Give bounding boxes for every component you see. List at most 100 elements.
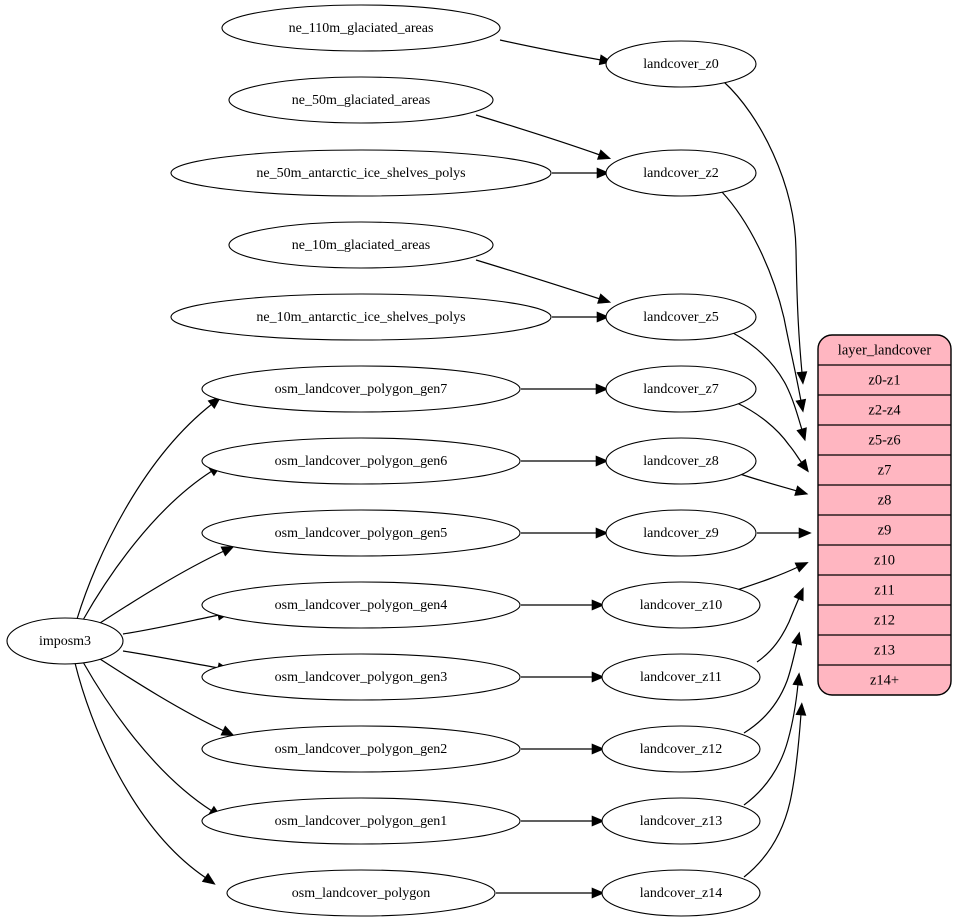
edge-line xyxy=(743,642,798,734)
edge-line xyxy=(82,470,213,621)
node-ellipse xyxy=(201,725,521,773)
node-ellipse xyxy=(601,653,761,701)
node-label: ne_10m_glaciated_areas xyxy=(292,238,430,253)
node-ne_110m_glaciated_areas[interactable]: ne_110m_glaciated_areas xyxy=(221,4,501,52)
node-ne_10m_antarctic_ice_shelves_polys[interactable]: ne_10m_antarctic_ice_shelves_polys xyxy=(170,293,552,341)
node-landcover_z14[interactable]: landcover_z14 xyxy=(601,869,761,917)
table-row-z8[interactable] xyxy=(818,485,951,515)
table-row-z11[interactable] xyxy=(818,575,951,605)
arrow-head-icon xyxy=(792,672,804,686)
table-cell-label: z14+ xyxy=(870,672,899,688)
node-landcover_z0[interactable]: landcover_z0 xyxy=(605,40,757,88)
arrow-head-icon xyxy=(794,485,809,496)
node-osm_landcover_polygon_gen1[interactable]: osm_landcover_polygon_gen1 xyxy=(201,797,521,845)
table-row-z0-z1[interactable] xyxy=(818,365,951,395)
node-label: ne_110m_glaciated_areas xyxy=(289,21,434,36)
edge-imposm3-to-osm_landcover_polygon xyxy=(74,662,216,885)
node-osm_landcover_polygon_gen7[interactable]: osm_landcover_polygon_gen7 xyxy=(201,365,521,413)
edge-ne_10m_antarctic_ice_shelves_polys-to-landcover_z5 xyxy=(552,311,610,323)
node-osm_landcover_polygon_gen4[interactable]: osm_landcover_polygon_gen4 xyxy=(201,581,521,629)
node-label: landcover_z14 xyxy=(640,886,722,901)
node-ne_50m_glaciated_areas[interactable]: ne_50m_glaciated_areas xyxy=(228,76,494,124)
edge-line xyxy=(756,597,800,663)
node-label: landcover_z8 xyxy=(643,454,718,469)
node-ne_50m_antarctic_ice_shelves_polys[interactable]: ne_50m_antarctic_ice_shelves_polys xyxy=(170,149,552,197)
table-row-z13[interactable] xyxy=(818,635,951,665)
node-landcover_z12[interactable]: landcover_z12 xyxy=(601,725,761,773)
node-label: osm_landcover_polygon_gen7 xyxy=(275,382,448,397)
table-row-z5-z6[interactable] xyxy=(818,425,951,455)
arrow-head-icon xyxy=(591,815,605,827)
node-landcover_z2[interactable]: landcover_z2 xyxy=(605,149,757,197)
layer-landcover-table: layer_landcoverz0-z1z2-z4z5-z6z7z8z9z10z… xyxy=(817,334,952,696)
edge-osm_landcover_polygon_gen7-to-landcover_z7 xyxy=(521,383,609,395)
edge-imposm3-to-osm_landcover_polygon_gen1 xyxy=(82,661,222,818)
edge-osm_landcover_polygon-to-landcover_z14 xyxy=(496,887,605,899)
edge-osm_landcover_polygon_gen4-to-landcover_z10 xyxy=(521,599,605,611)
nodes-layer: ne_110m_glaciated_areas ne_50m_glaciated_… xyxy=(6,4,761,917)
node-label: landcover_z0 xyxy=(643,57,718,72)
arrow-head-icon xyxy=(796,427,807,442)
edge-line xyxy=(732,332,803,431)
table-row-z10[interactable] xyxy=(818,545,951,575)
edge-line xyxy=(743,713,802,878)
edge-line xyxy=(99,658,225,732)
node-label: landcover_z2 xyxy=(643,166,718,181)
edge-landcover_z7-to-layer_row_z7 xyxy=(736,402,809,473)
edge-landcover_z14-to-layer_row_z14+ xyxy=(743,702,807,878)
node-osm_landcover_polygon[interactable]: osm_landcover_polygon xyxy=(226,869,496,917)
edge-landcover_z8-to-layer_row_z8 xyxy=(739,473,809,496)
arrow-head-icon xyxy=(796,371,808,385)
node-landcover_z5[interactable]: landcover_z5 xyxy=(605,293,757,341)
node-landcover_z11[interactable]: landcover_z11 xyxy=(601,653,761,701)
node-label: landcover_z10 xyxy=(640,598,722,613)
node-osm_landcover_polygon_gen2[interactable]: osm_landcover_polygon_gen2 xyxy=(201,725,521,773)
node-ellipse xyxy=(605,365,757,413)
arrow-head-icon xyxy=(220,725,235,737)
arrow-head-icon xyxy=(794,562,809,573)
table-cell-label: z9 xyxy=(878,522,892,538)
edge-osm_landcover_polygon_gen1-to-landcover_z13 xyxy=(521,815,605,827)
node-landcover_z9[interactable]: landcover_z9 xyxy=(605,509,757,557)
table-row-z2-z4[interactable] xyxy=(818,395,951,425)
node-ellipse xyxy=(170,293,552,341)
node-ellipse xyxy=(201,653,521,701)
edges-layer xyxy=(74,39,812,899)
edge-osm_landcover_polygon_gen5-to-landcover_z9 xyxy=(521,527,609,539)
arrow-head-icon xyxy=(793,587,804,602)
table-row-z9[interactable] xyxy=(818,515,951,545)
table-row-z7[interactable] xyxy=(818,455,951,485)
node-landcover_z13[interactable]: landcover_z13 xyxy=(601,797,761,845)
edge-imposm3-to-osm_landcover_polygon_gen6 xyxy=(82,464,222,621)
edge-line xyxy=(499,39,602,61)
edge-landcover_z12-to-layer_row_z12 xyxy=(743,631,803,734)
arrow-head-icon xyxy=(207,396,222,410)
node-ne_10m_glaciated_areas[interactable]: ne_10m_glaciated_areas xyxy=(228,221,494,269)
node-label: osm_landcover_polygon_gen4 xyxy=(275,598,448,613)
arrow-head-icon xyxy=(795,398,807,413)
edge-line xyxy=(82,661,213,812)
node-landcover_z10[interactable]: landcover_z10 xyxy=(601,581,761,629)
node-ellipse xyxy=(601,581,761,629)
edge-osm_landcover_polygon_gen2-to-landcover_z12 xyxy=(521,743,605,755)
node-ellipse xyxy=(605,437,757,485)
table-cell-label: z2-z4 xyxy=(868,402,901,418)
edge-line xyxy=(736,566,799,591)
table-row-z14+[interactable] xyxy=(818,665,951,695)
arrow-head-icon xyxy=(791,631,803,646)
arrow-head-icon xyxy=(595,527,609,539)
node-imposm3[interactable]: imposm3 xyxy=(6,617,124,665)
arrow-head-icon xyxy=(796,458,809,473)
node-landcover_z8[interactable]: landcover_z8 xyxy=(605,437,757,485)
node-osm_landcover_polygon_gen6[interactable]: osm_landcover_polygon_gen6 xyxy=(201,437,521,485)
node-osm_landcover_polygon_gen5[interactable]: osm_landcover_polygon_gen5 xyxy=(201,509,521,557)
node-landcover_z7[interactable]: landcover_z7 xyxy=(605,365,757,413)
edge-ne_110m_glaciated_areas-to-landcover_z0 xyxy=(499,39,613,66)
node-label: landcover_z11 xyxy=(640,670,722,685)
table-row-z12[interactable] xyxy=(818,605,951,635)
arrow-head-icon xyxy=(591,671,605,683)
edge-ne_10m_glaciated_areas-to-landcover_z5 xyxy=(475,259,612,304)
table-cell-label: z7 xyxy=(878,462,892,478)
node-osm_landcover_polygon_gen3[interactable]: osm_landcover_polygon_gen3 xyxy=(201,653,521,701)
